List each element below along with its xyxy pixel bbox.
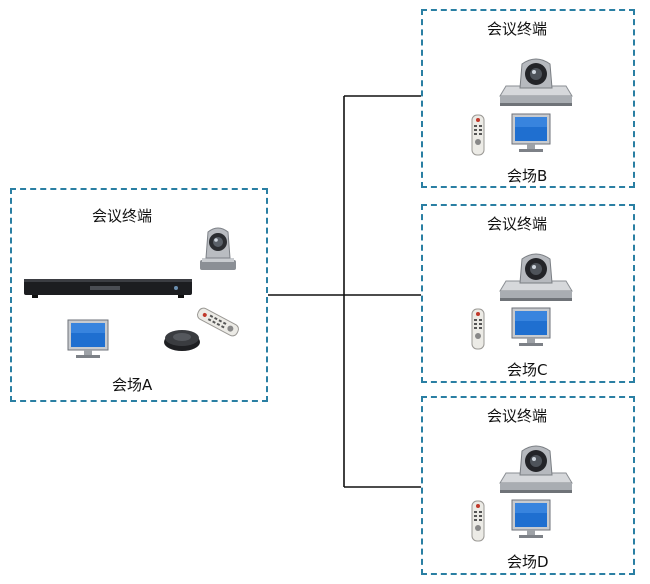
site-c-site-label: 会场C xyxy=(507,361,548,379)
site-a-site-label: 会场A xyxy=(112,376,153,394)
site-b-site-label: 会场B xyxy=(507,167,548,185)
monitor-icon xyxy=(511,307,551,346)
remote-control-icon xyxy=(197,307,239,337)
remote-control-icon xyxy=(471,114,485,156)
ptz-camera-icon xyxy=(200,227,236,270)
site-a-box xyxy=(10,188,268,402)
monitor-icon xyxy=(511,113,551,152)
site-b-box xyxy=(421,9,635,188)
site-d-site-label: 会场D xyxy=(507,553,549,571)
site-c-box xyxy=(421,204,635,383)
monitor-icon xyxy=(67,319,109,358)
site-c-terminal-label: 会议终端 xyxy=(487,215,548,233)
monitor-icon xyxy=(511,499,551,538)
codec-unit-icon xyxy=(24,279,192,298)
remote-control-icon xyxy=(471,308,485,350)
camera-codec-icon xyxy=(499,253,573,301)
site-d-terminal-label: 会议终端 xyxy=(487,407,548,425)
site-d-box xyxy=(421,396,635,575)
site-b-terminal-label: 会议终端 xyxy=(487,20,548,38)
remote-control-icon xyxy=(471,500,485,542)
camera-codec-icon xyxy=(499,445,573,493)
site-a-terminal-label: 会议终端 xyxy=(92,207,153,225)
microphone-puck-icon xyxy=(164,330,200,351)
camera-codec-icon xyxy=(499,58,573,106)
